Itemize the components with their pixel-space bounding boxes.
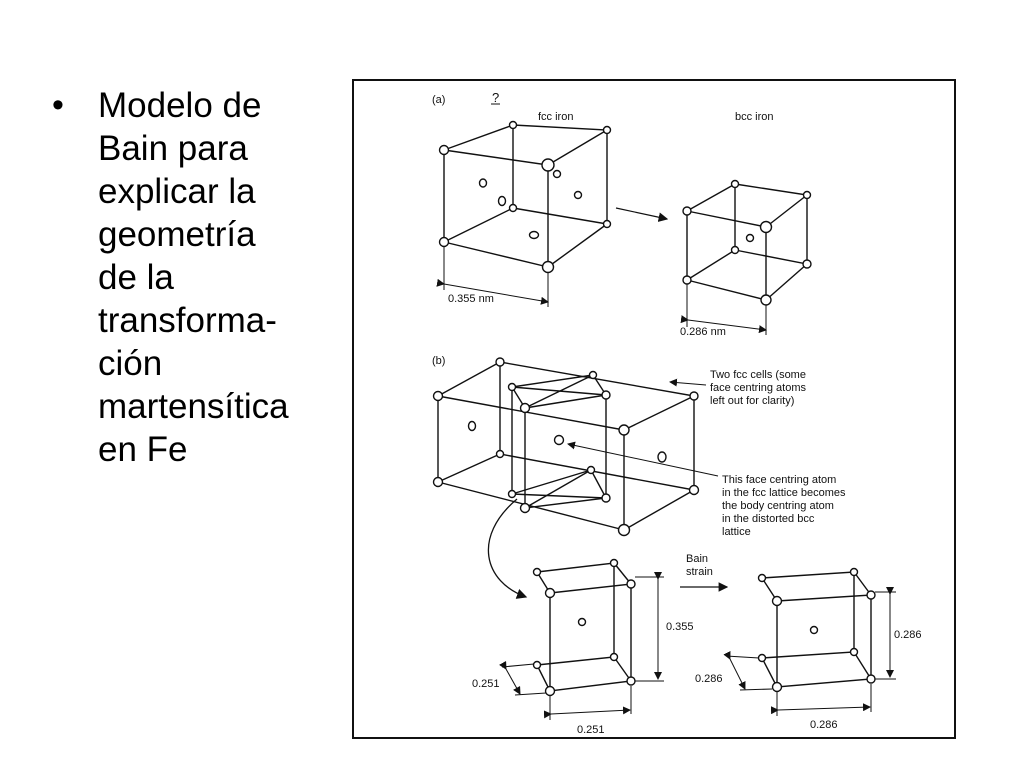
- fcc-dimension: [436, 246, 549, 307]
- extraction-arrow: [487, 498, 528, 599]
- fcc-unit-cell: [443, 124, 608, 268]
- bain-strain-label-1: Bain: [686, 553, 708, 565]
- two-fcc-cells: [437, 361, 695, 531]
- bcc-iron-label: bcc iron: [735, 111, 774, 123]
- bullet-line: de la: [98, 258, 174, 297]
- bain-model-figure: (a) ? fcc iron bcc iron: [352, 79, 956, 739]
- note-centre-line-4: in the distorted bcc: [722, 513, 815, 525]
- bullet-line: transforma-: [98, 301, 277, 340]
- bullet-point: •: [52, 86, 64, 124]
- final-bcc-dimensions: [723, 587, 896, 716]
- bcc-atoms: [682, 179, 812, 306]
- bullet-line: martensítica: [98, 387, 289, 426]
- tetragonal-height-label: 0.355: [666, 621, 694, 633]
- slide-bullet: • Modelo de Bain para explicar la geomet…: [52, 84, 332, 471]
- part-b-label: (b): [432, 355, 445, 367]
- tetragonal-atoms: [532, 558, 636, 697]
- transform-arrow: [615, 207, 669, 222]
- tetragonal-dimensions: [499, 572, 664, 720]
- bullet-line: Bain para: [98, 129, 248, 168]
- tetragonal-width-label: 0.251: [577, 724, 605, 736]
- final-bcc-width-label: 0.286: [810, 719, 838, 731]
- note-centre-line-3: the body centring atom: [722, 500, 834, 512]
- tetragonal-cell: [536, 562, 632, 692]
- note-fcc-line-2: face centring atoms: [710, 382, 806, 394]
- bullet-text: Modelo de Bain para explicar la geometrí…: [98, 84, 289, 471]
- final-bcc-atoms: [757, 567, 876, 693]
- note-fcc-line-3: left out for clarity): [710, 395, 794, 407]
- note-fcc-line-1: Two fcc cells (some: [710, 369, 806, 381]
- final-bcc-height-label: 0.286: [894, 629, 922, 641]
- two-fcc-cells-atoms: [432, 357, 700, 537]
- bcc-unit-cell: [686, 183, 808, 301]
- final-bcc-depth-label: 0.286: [695, 673, 723, 685]
- bullet-line: en Fe: [98, 430, 188, 469]
- note-centre-line-5: lattice: [722, 526, 751, 538]
- bcc-dimension: [680, 284, 767, 335]
- bullet-line: ción: [98, 344, 163, 383]
- note-centre-line-1: This face centring atom: [722, 474, 836, 486]
- fcc-dimension-label: 0.355 nm: [448, 293, 494, 305]
- bcc-dimension-label: 0.286 nm: [680, 326, 726, 338]
- fcc-iron-label: fcc iron: [538, 111, 573, 123]
- note-centre-pointer: [567, 441, 719, 477]
- bullet-line: geometría: [98, 215, 256, 254]
- note-centre-line-2: in the fcc lattice becomes: [722, 487, 846, 499]
- question-mark: ?: [492, 90, 499, 105]
- bullet-line: explicar la: [98, 172, 256, 211]
- bain-strain-label-2: strain: [686, 566, 713, 578]
- tetragonal-depth-label: 0.251: [472, 678, 500, 690]
- bullet-line: Modelo de: [98, 86, 262, 125]
- fcc-atoms: [438, 120, 612, 274]
- bain-diagram: (a) ? fcc iron bcc iron: [432, 90, 922, 736]
- note-fcc-pointer: [669, 378, 707, 387]
- part-a-label: (a): [432, 94, 445, 106]
